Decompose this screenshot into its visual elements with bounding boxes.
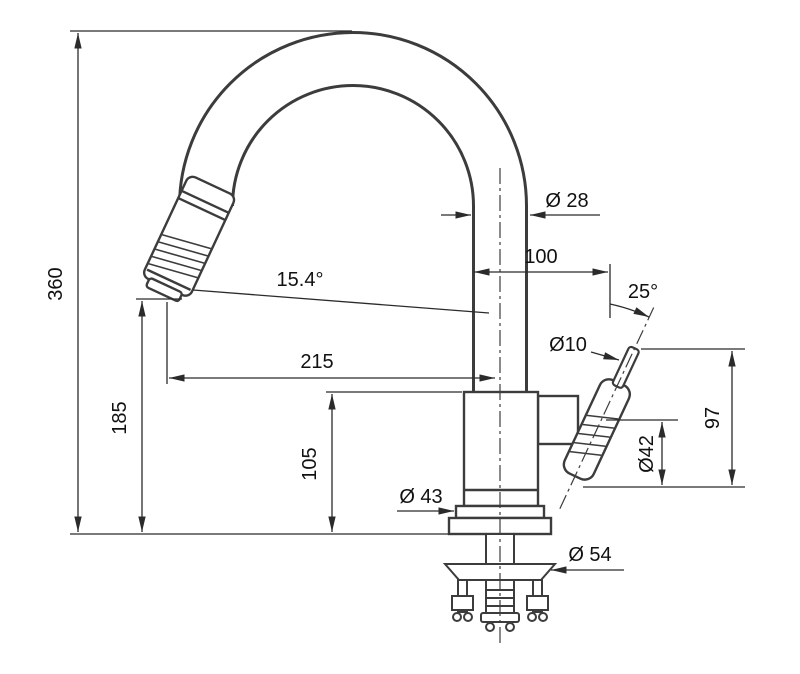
nut-left [451, 595, 474, 611]
foot [505, 622, 515, 632]
dim-label-diameter-10: Ø10 [549, 334, 587, 356]
dim-angle-25 [609, 303, 650, 318]
dim-diameter-10 [590, 351, 620, 361]
dim-label-diameter-42: Ø42 [636, 435, 658, 473]
nut-right [526, 595, 549, 611]
dim-label-angle-15-4: 15.4° [277, 269, 324, 291]
dim-label-diameter-43: Ø 43 [399, 486, 442, 508]
dim-label-97: 97 [702, 407, 724, 429]
angle-line [192, 289, 490, 314]
faucet-body [447, 390, 580, 536]
dimension-lines [70, 30, 745, 574]
dim-215 [166, 302, 495, 384]
spray-head-grip-hatch [148, 233, 212, 279]
dim-diameter-42 [583, 419, 745, 488]
foot [538, 612, 548, 622]
dim-label-100: 100 [524, 246, 557, 268]
dim-105 [326, 391, 462, 532]
dim-label-105: 105 [299, 447, 321, 480]
handle [559, 307, 655, 510]
dim-label-185: 185 [109, 401, 131, 434]
foot [485, 622, 495, 632]
dim-label-360: 360 [45, 267, 67, 300]
foot [527, 612, 537, 622]
dim-label-diameter-54: Ø 54 [568, 544, 611, 566]
spray-head-ring [177, 196, 226, 222]
dim-360 [70, 30, 449, 535]
angle-arc [609, 303, 650, 318]
spout-tube-inner [181, 34, 525, 398]
spray-head-nozzle [145, 277, 183, 303]
mounting-hardware [442, 533, 558, 632]
spout-tube [178, 31, 528, 398]
dim-label-diameter-28: Ø 28 [545, 190, 588, 212]
body-column [462, 390, 540, 508]
foot [452, 612, 462, 622]
handle-axis-centerline [559, 307, 655, 510]
leader-line [590, 351, 620, 361]
dim-label-215: 215 [300, 351, 333, 373]
spray-head [142, 175, 236, 303]
dim-angle-15-4 [192, 289, 490, 314]
dim-97 [641, 348, 745, 485]
dim-100 [474, 264, 611, 318]
handle-mount [536, 394, 580, 446]
foot [463, 612, 473, 622]
dim-185 [136, 298, 182, 532]
spray-head-tip-line [146, 268, 192, 291]
dim-label-angle-25: 25° [628, 281, 658, 303]
spray-head-ring [181, 189, 230, 214]
dimension-labels: 360 185 105 215 100 15.4° 25° Ø 28 Ø10 Ø… [45, 190, 724, 566]
